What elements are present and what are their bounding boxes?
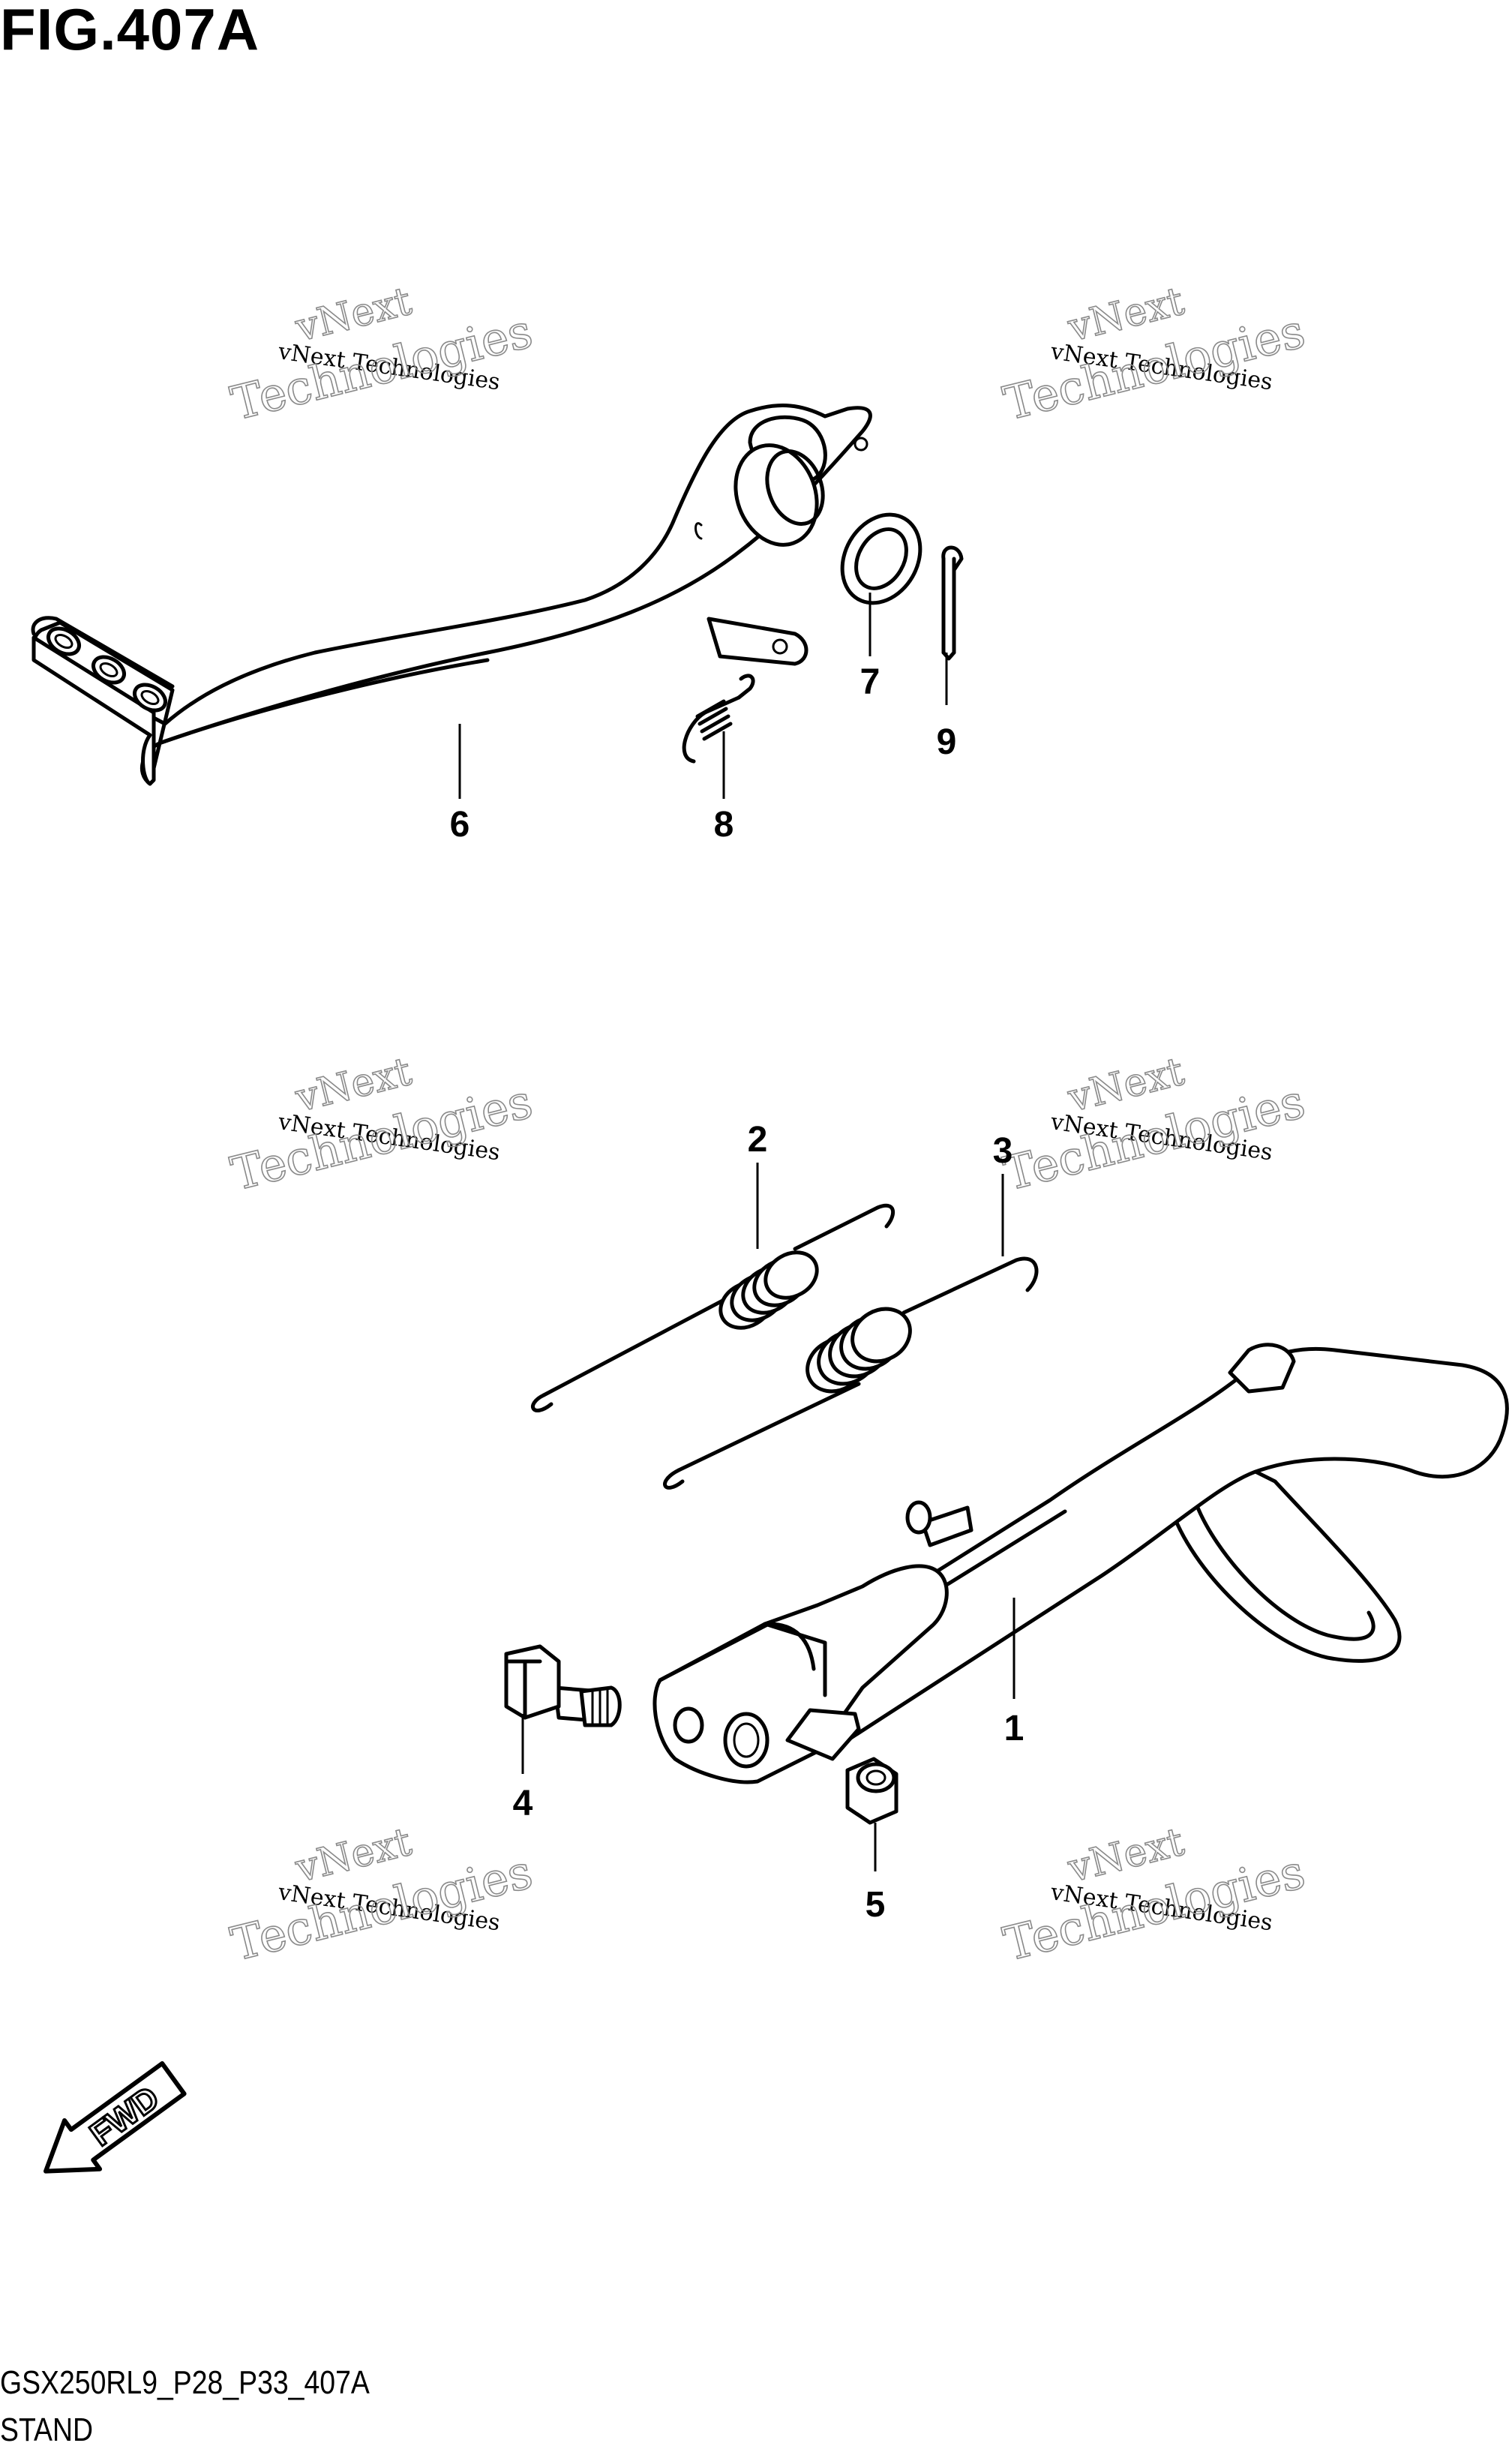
figure-code: GSX250RL9_P28_P33_407A bbox=[0, 2364, 370, 2401]
side-stand-spring-b-part[interactable] bbox=[663, 1256, 1039, 1490]
callout-8: 8 bbox=[714, 805, 734, 845]
watermark-top-left: vNext Technologies vNext Technologies bbox=[225, 278, 538, 431]
callout-7: 7 bbox=[860, 662, 880, 702]
callout-2: 2 bbox=[748, 1120, 768, 1160]
pedal-return-spring-part[interactable] bbox=[682, 674, 755, 764]
side-stand-spring-a-part[interactable] bbox=[531, 1203, 896, 1412]
figure-title: FIG.407A bbox=[0, 0, 260, 62]
side-stand-part[interactable] bbox=[652, 1343, 1509, 1784]
pivot-bolt-part[interactable] bbox=[504, 1644, 622, 1727]
washer-part[interactable] bbox=[826, 500, 935, 617]
callout-4: 4 bbox=[513, 1784, 533, 1823]
watermark-mid-left: vNext Technologies vNext Technologies bbox=[225, 1049, 538, 1202]
callout-3: 3 bbox=[993, 1131, 1013, 1171]
cotter-pin-part[interactable] bbox=[941, 545, 964, 661]
watermark-bottom-right: vNext Technologies vNext Technologies bbox=[998, 1819, 1310, 1972]
callout-5: 5 bbox=[866, 1885, 886, 1925]
figure-name: STAND bbox=[0, 2411, 93, 2448]
watermark-top-right: vNext Technologies vNext Technologies bbox=[998, 278, 1310, 431]
brake-pedal-part[interactable] bbox=[31, 404, 872, 786]
watermark-bottom-left: vNext Technologies vNext Technologies bbox=[225, 1819, 538, 1972]
watermark-mid-right: vNext Technologies vNext Technologies bbox=[998, 1049, 1310, 1202]
callout-9: 9 bbox=[937, 722, 957, 762]
callout-6: 6 bbox=[450, 805, 470, 845]
nut-part[interactable] bbox=[845, 1757, 898, 1825]
forward-direction-arrow-icon: FWD bbox=[44, 2060, 187, 2174]
callout-1: 1 bbox=[1004, 1709, 1024, 1748]
